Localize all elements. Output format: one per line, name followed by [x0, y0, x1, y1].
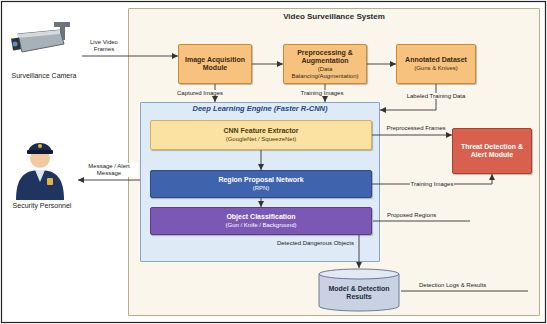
- camera-glass: [13, 42, 18, 47]
- edge-label: Live Video Frames: [81, 39, 127, 53]
- layer-box: Object Classification(Gun / Knife / Back…: [150, 207, 372, 235]
- node-subtitle: (RPN): [253, 185, 270, 192]
- node-title: Security Personnel: [13, 202, 72, 210]
- officer-body: [16, 170, 64, 200]
- node-title: Preprocessing & Augmentation: [287, 49, 363, 65]
- line-label: Detection Logs & Results: [418, 282, 487, 289]
- camera-mount-plate: [54, 22, 70, 27]
- edge-label: Training Images: [410, 181, 455, 188]
- process-box: Preprocessing & Augmentation(Data Balanc…: [283, 44, 367, 84]
- camera-icon: [11, 22, 70, 52]
- edge-label: Preprocessed Frames: [385, 125, 446, 132]
- cylinder-top: [319, 269, 399, 279]
- node-title: Image Acquisition Module: [182, 56, 248, 72]
- cylinder-body: [319, 274, 399, 311]
- dataset-box: Annotated Dataset(Guns & Knives): [396, 44, 476, 84]
- node-title: Video Surveillance System: [283, 12, 385, 21]
- actor-personnel: Security Personnel: [6, 132, 78, 212]
- personnel-icon: [16, 143, 64, 200]
- line-label: Proposed Regions: [386, 212, 437, 219]
- node-subtitle: (Guns & Knives): [414, 65, 458, 72]
- alert-box: Threat Detection & Alert Module: [452, 128, 532, 174]
- node-title: Deep Learning Engine (Faster R-CNN): [192, 105, 327, 114]
- system-panel: Video Surveillance SystemImage Acquisiti…: [128, 8, 540, 316]
- flow-arrow: [359, 235, 360, 268]
- edge-label: Detected Dangerous Objects: [276, 240, 355, 247]
- flow-arrow: [372, 135, 452, 136]
- engine-panel: Deep Learning Engine (Faster R-CNN) CNN F…: [140, 102, 380, 262]
- node-title: Model & Detection Results: [322, 285, 396, 301]
- camera-top: [18, 30, 60, 38]
- officer-collar: [35, 170, 45, 182]
- database-cylinder: Model & Detection Results: [318, 268, 400, 312]
- flow-arrow: [261, 150, 262, 170]
- edge-label: Message / Alert Message: [80, 163, 138, 177]
- leader-line: [373, 221, 470, 222]
- node-subtitle: (GoogleNet / SqueezeNet): [226, 136, 297, 143]
- node-title: Threat Detection & Alert Module: [456, 143, 528, 159]
- node-title: Region Proposal Network: [218, 176, 303, 184]
- officer-cap-brim: [27, 150, 53, 154]
- flow-arrow: [78, 180, 140, 181]
- officer-cap-badge: [38, 144, 42, 148]
- node-title: Surveillance Camera: [12, 72, 77, 80]
- node-subtitle: (Gun / Knife / Background): [225, 222, 296, 229]
- edge-label: Captured Images: [176, 90, 224, 97]
- node-title: Annotated Dataset: [405, 56, 467, 64]
- flow-arrow: [252, 64, 283, 65]
- camera-lens: [11, 37, 21, 50]
- node-title: Object Classification: [226, 213, 295, 221]
- process-box: Image Acquisition Module: [178, 44, 252, 84]
- layer-box: CNN Feature Extractor(GoogleNet / Squeez…: [150, 120, 372, 150]
- leader-line: [401, 291, 528, 292]
- camera-body: [18, 30, 64, 52]
- flow-arrow: [82, 56, 178, 57]
- edge-label: Training Images: [300, 90, 345, 97]
- actor-camera: Surveillance Camera: [6, 22, 82, 82]
- edge-label: Labeled Training Data: [406, 93, 467, 100]
- flow-arrow: [261, 198, 262, 207]
- layer-box: Region Proposal Network(RPN): [150, 170, 372, 198]
- flow-arrow: [367, 64, 396, 65]
- node-subtitle: (Data Balancing/Augmentation): [287, 66, 363, 80]
- node-title: CNN Feature Extractor: [223, 127, 298, 135]
- officer-badge: [47, 178, 53, 185]
